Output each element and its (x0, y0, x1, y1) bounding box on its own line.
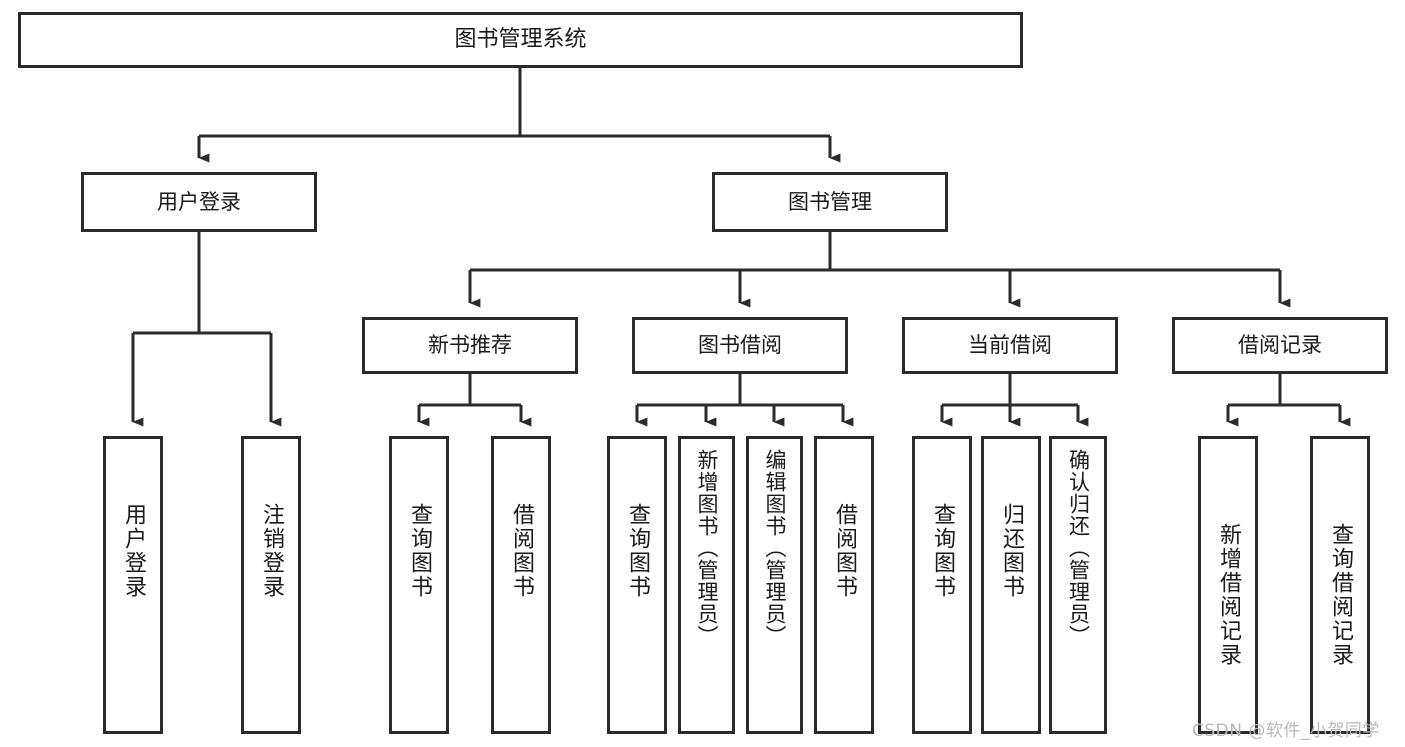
node-leaf-query-book-2[interactable]: 查询图书 (607, 436, 667, 734)
node-leaf-user-login[interactable]: 用户登录 (103, 436, 163, 734)
node-leaf-query-record[interactable]: 查询借阅记录 (1310, 436, 1370, 734)
csdn-watermark: CSDN @软件_小贺同学 (1192, 721, 1380, 741)
node-leaf-return-book-label: 归还图书 (999, 503, 1024, 599)
node-book-borrow[interactable]: 图书借阅 (632, 317, 848, 374)
node-borrow-record-label: 借阅记录 (1238, 333, 1322, 358)
node-root[interactable]: 图书管理系统 (18, 12, 1023, 68)
node-current-borrow-label: 当前借阅 (968, 333, 1052, 358)
node-leaf-user-logout-label: 注销登录 (259, 503, 284, 599)
node-leaf-borrow-book-1-label: 借阅图书 (509, 503, 534, 599)
node-borrow-record[interactable]: 借阅记录 (1172, 317, 1388, 374)
node-leaf-query-book-1[interactable]: 查询图书 (389, 436, 449, 734)
node-leaf-borrow-book-2-label: 借阅图书 (832, 503, 857, 599)
node-book-manage[interactable]: 图书管理 (712, 172, 948, 232)
node-book-borrow-label: 图书借阅 (698, 333, 782, 358)
node-leaf-query-book-2-label: 查询图书 (625, 503, 650, 599)
node-leaf-edit-book-label: 编辑图书（管理员） (763, 449, 787, 647)
node-leaf-confirm-return-label: 确认归还（管理员） (1066, 449, 1091, 647)
node-leaf-query-book-3[interactable]: 查询图书 (912, 436, 972, 734)
node-leaf-user-logout[interactable]: 注销登录 (241, 436, 301, 734)
node-leaf-query-book-1-label: 查询图书 (407, 503, 432, 599)
node-new-book-recommend[interactable]: 新书推荐 (362, 317, 578, 374)
node-leaf-borrow-book-2[interactable]: 借阅图书 (814, 436, 874, 734)
node-leaf-confirm-return[interactable]: 确认归还（管理员） (1049, 436, 1107, 734)
node-leaf-query-book-3-label: 查询图书 (930, 503, 955, 599)
node-root-label: 图书管理系统 (454, 27, 587, 53)
node-leaf-edit-book[interactable]: 编辑图书（管理员） (746, 436, 803, 734)
node-book-manage-label: 图书管理 (788, 189, 872, 214)
node-leaf-add-record[interactable]: 新增借阅记录 (1198, 436, 1258, 734)
node-leaf-return-book[interactable]: 归还图书 (981, 436, 1041, 734)
node-user-login[interactable]: 用户登录 (81, 172, 317, 232)
node-leaf-add-book-label: 新增图书（管理员） (695, 449, 719, 647)
node-new-book-recommend-label: 新书推荐 (428, 333, 512, 358)
node-user-login-label: 用户登录 (157, 189, 241, 214)
node-leaf-add-book[interactable]: 新增图书（管理员） (678, 436, 735, 734)
node-leaf-user-login-label: 用户登录 (121, 503, 146, 599)
node-leaf-borrow-book-1[interactable]: 借阅图书 (491, 436, 551, 734)
node-leaf-query-record-label: 查询借阅记录 (1328, 523, 1353, 667)
node-current-borrow[interactable]: 当前借阅 (902, 317, 1118, 374)
node-leaf-add-record-label: 新增借阅记录 (1216, 523, 1241, 667)
